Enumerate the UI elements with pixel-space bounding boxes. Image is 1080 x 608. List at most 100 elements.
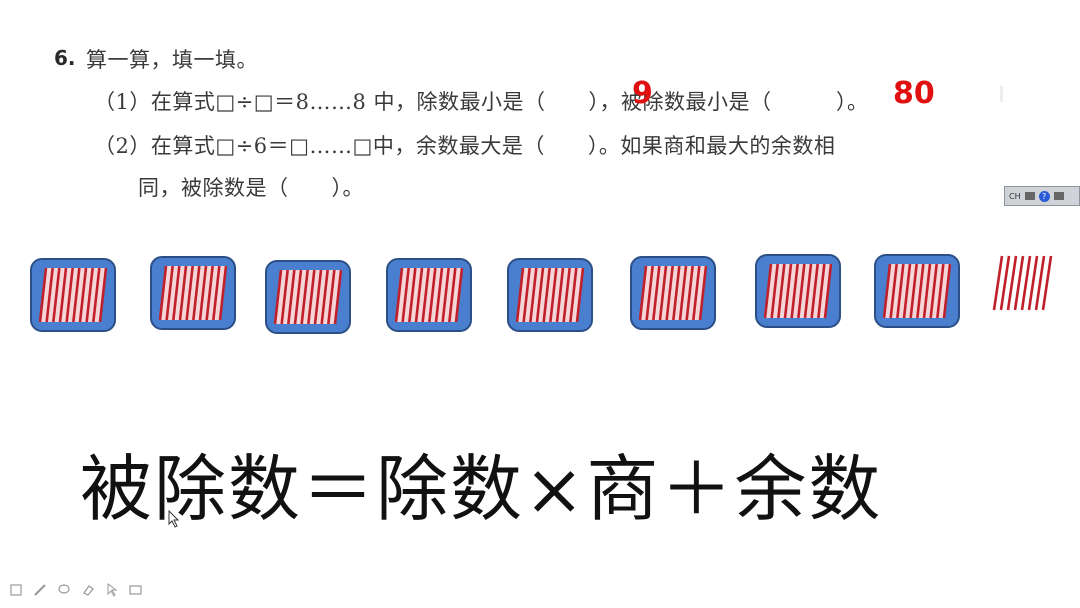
highlighter-icon[interactable] [32, 582, 48, 598]
tray-language-label[interactable]: CH [1009, 191, 1021, 201]
stick [185, 266, 194, 320]
stick [72, 268, 81, 322]
stick [529, 268, 538, 322]
stick [542, 268, 551, 322]
stick [98, 268, 107, 322]
stick [639, 266, 648, 320]
stick [692, 266, 701, 320]
loose-sticks [992, 254, 1056, 316]
stick [85, 268, 94, 322]
pen-icon[interactable] [8, 582, 24, 598]
stick [92, 268, 101, 322]
stick [395, 268, 404, 322]
stick [797, 264, 806, 318]
keyboard-icon[interactable] [1024, 192, 1035, 200]
stick [823, 264, 832, 318]
stick [555, 268, 565, 322]
loose-stick [1020, 255, 1032, 311]
stick-bundle [630, 256, 716, 330]
stick [78, 268, 88, 322]
stick [942, 264, 951, 318]
stick [205, 266, 214, 320]
stick [665, 266, 674, 320]
stick [685, 266, 694, 320]
stick [896, 264, 905, 318]
problem-area: 6. 算一算，填一填。 （1）在算式□÷□＝8……8 中，除数最小是（ ），被除… [0, 0, 1080, 220]
stick [658, 266, 668, 320]
stick-bundle [150, 256, 236, 330]
input-method-tray[interactable]: CH ? [1004, 186, 1080, 206]
stick-bundle [265, 260, 351, 334]
stick [883, 264, 892, 318]
stick [448, 268, 457, 322]
stick [58, 268, 68, 322]
stick-bundle [386, 258, 472, 332]
stick [52, 268, 61, 322]
stick [764, 264, 773, 318]
question-number: 6. [54, 46, 76, 70]
pointer-icon[interactable] [104, 582, 120, 598]
stick [274, 270, 283, 324]
stick [790, 264, 799, 318]
stick [575, 268, 584, 322]
stick [421, 268, 430, 322]
stick [549, 268, 558, 322]
stick [307, 270, 316, 324]
stick [770, 264, 779, 318]
stick [678, 266, 688, 320]
stick [333, 270, 342, 324]
stick-bundle [755, 254, 841, 328]
lasso-icon[interactable] [56, 582, 72, 598]
stick [441, 268, 450, 322]
stick [569, 268, 578, 322]
division-formula: 被除数＝除数×商＋余数 [80, 447, 883, 531]
question-title: 算一算，填一填。 [86, 48, 258, 72]
eraser-icon[interactable] [80, 582, 96, 598]
stick [198, 266, 208, 320]
stick [165, 266, 174, 320]
handwritten-answer-dividend: 80 [893, 76, 935, 111]
help-icon[interactable]: ? [1038, 190, 1050, 202]
stick [218, 266, 227, 320]
stick [672, 266, 681, 320]
menu-icon[interactable] [1053, 192, 1064, 200]
stick [280, 270, 289, 324]
stick [535, 268, 545, 322]
stick [434, 268, 444, 322]
stick [777, 264, 786, 318]
stick [327, 270, 336, 324]
stick-bundles-row [0, 240, 1080, 350]
stick [65, 268, 74, 322]
screen-icon[interactable] [128, 582, 144, 598]
stick [929, 264, 938, 318]
loose-stick [999, 255, 1011, 311]
stick [300, 270, 309, 324]
stick-bundle [507, 258, 593, 332]
stick [45, 268, 54, 322]
stick [401, 268, 410, 322]
stick-bundle [30, 258, 116, 332]
stick [645, 266, 654, 320]
question-part-1: （1）在算式□÷□＝8……8 中，除数最小是（ ），被除数最小是（ ）。 [94, 90, 869, 114]
stick [817, 264, 826, 318]
stick [192, 266, 201, 320]
loose-stick [1041, 255, 1053, 311]
stick [803, 264, 813, 318]
annotation-toolbar [8, 582, 144, 598]
stick [522, 268, 531, 322]
stick [698, 266, 707, 320]
stick-bundle [874, 254, 960, 328]
loose-stick [1034, 255, 1046, 311]
loose-stick [1006, 255, 1018, 311]
loose-stick [1027, 255, 1039, 311]
edge-mark [1000, 86, 1003, 102]
stick [172, 266, 181, 320]
stick [320, 270, 329, 324]
stick [39, 268, 48, 322]
stick [516, 268, 525, 322]
stick [810, 264, 819, 318]
stick [652, 266, 661, 320]
loose-stick [1013, 255, 1025, 311]
stick [889, 264, 898, 318]
mouse-cursor-icon [168, 510, 180, 528]
